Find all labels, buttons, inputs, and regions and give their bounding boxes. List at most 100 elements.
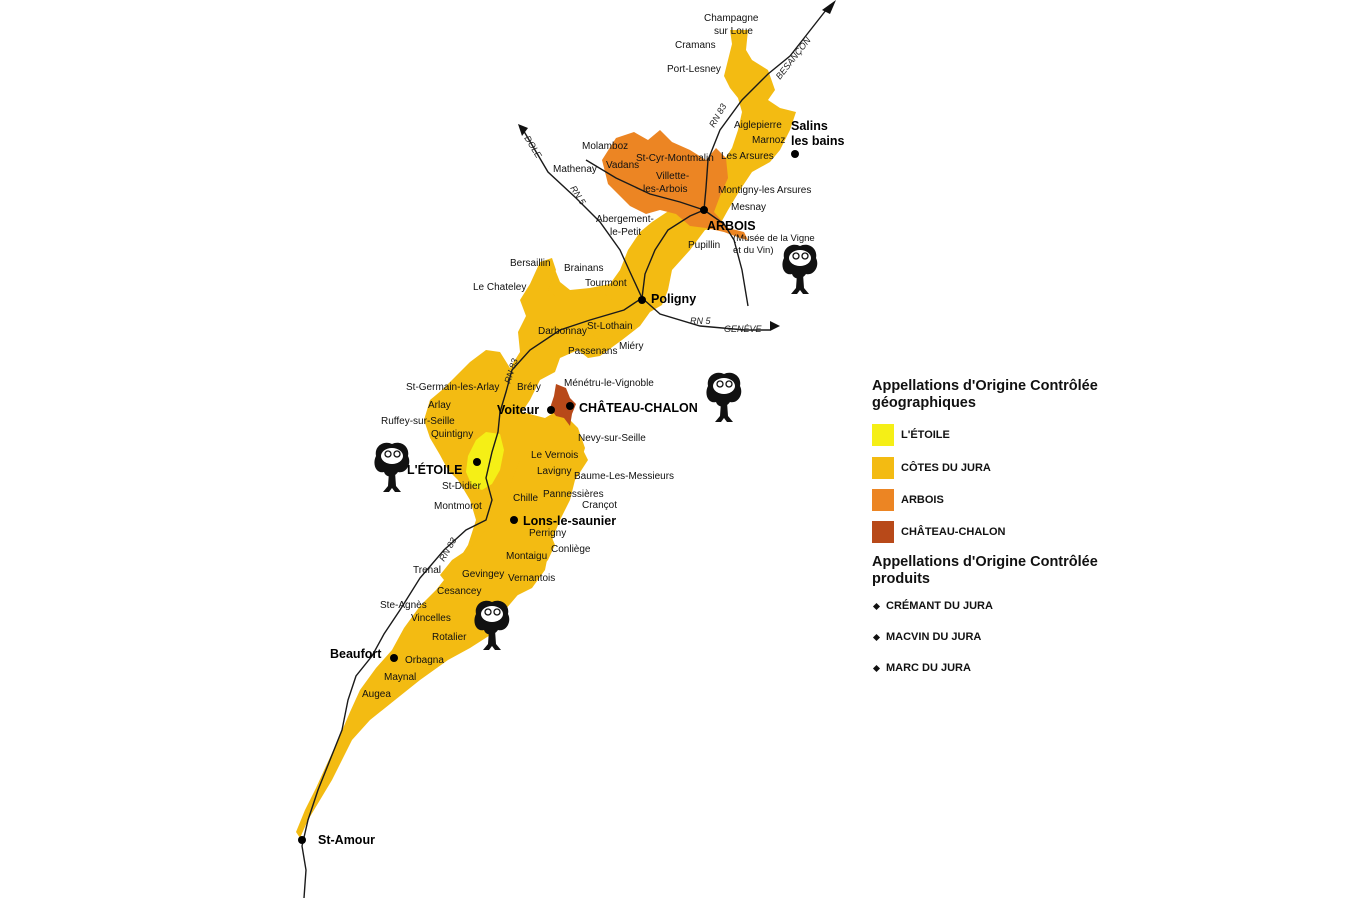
village-villette: Villette- — [656, 171, 689, 182]
village-passenans: Passenans — [568, 346, 617, 357]
village-maynal: Maynal — [384, 672, 416, 683]
village-cesancey: Cesancey — [437, 586, 481, 597]
dot-etoile — [473, 458, 481, 466]
legend-geo-title-line1: Appellations d'Origine Contrôlée — [872, 378, 1098, 394]
village-perrigny: Perrigny — [529, 528, 566, 539]
dot-st-amour — [298, 836, 306, 844]
legend-swatch-etoile — [872, 424, 894, 446]
diamond-bullet-icon — [872, 633, 881, 641]
legend-prod-title: Appellations d'Origine Contrôlée produit… — [872, 554, 1172, 588]
village-orbagna: Orbagna — [405, 655, 444, 666]
road-label-dole: DOLE — [522, 134, 544, 161]
region-chateau-chalon — [550, 384, 576, 426]
diamond-bullet-icon — [872, 602, 881, 610]
village-les-arsures: Les Arsures — [721, 151, 774, 162]
village-montmorot: Montmorot — [434, 501, 482, 512]
diamond-bullet-icon — [872, 664, 881, 672]
region-cotes-du-jura-lobe — [520, 258, 650, 340]
village-champagne-2: sur Loue — [714, 26, 753, 37]
village-pupillin: Pupillin — [688, 240, 720, 251]
village-musee-2: et du Vin) — [733, 245, 774, 256]
legend-prod-title-line1: Appellations d'Origine Contrôlée — [872, 554, 1098, 570]
road-rn5 — [521, 127, 770, 331]
dot-chateau-chalon — [566, 402, 574, 410]
village-ruffey: Ruffey-sur-Seille — [381, 416, 455, 427]
legend-label-cotes-du-jura: CÔTES DU JURA — [901, 462, 991, 474]
legend-product-label: CRÉMANT DU JURA — [886, 600, 993, 612]
town-poligny: Poligny — [651, 292, 696, 306]
dot-poligny — [638, 296, 646, 304]
road-label-geneve: GENÈVE — [724, 324, 763, 334]
village-bersaillin: Bersaillin — [510, 258, 551, 269]
arrow-dole — [518, 124, 528, 136]
village-mathenay: Mathenay — [553, 164, 597, 175]
town-salins-2: les bains — [791, 134, 845, 148]
road-rn83 — [301, 4, 831, 899]
town-lons: Lons-le-saunier — [523, 514, 616, 528]
region-arbois — [602, 130, 748, 240]
dot-lons — [510, 516, 518, 524]
legend-label-etoile: L'ÉTOILE — [901, 429, 950, 441]
village-vincelles: Vincelles — [411, 613, 451, 624]
village-aiglepierre: Aiglepierre — [734, 120, 782, 131]
aoc-wine-bottle-icon — [706, 372, 742, 422]
town-chateau-chalon: CHÂTEAU-CHALON — [579, 400, 698, 415]
legend-item-chateau-chalon: CHÂTEAU-CHALON — [872, 521, 1172, 543]
legend-item-arbois: ARBOIS — [872, 489, 1172, 511]
legend: Appellations d'Origine Contrôlée géograp… — [872, 378, 1172, 677]
village-baume: Baume-Les-Messieurs — [574, 471, 674, 482]
village-st-cyr: St-Cyr-Montmalin — [636, 153, 714, 164]
legend-product-label: MARC DU JURA — [886, 662, 971, 674]
village-abergement-2: le-Petit — [610, 227, 641, 238]
village-quintigny: Quintigny — [431, 429, 473, 440]
arrow-geneve — [770, 321, 780, 331]
village-st-didier: St-Didier — [442, 481, 482, 492]
village-darbonnay: Darbonnay — [538, 326, 587, 337]
village-augea: Augea — [362, 689, 391, 700]
road-label-rn5-east: RN 5 — [690, 316, 711, 326]
aoc-wine-bottle-icon — [474, 600, 510, 650]
road-arbois-west — [585, 159, 705, 211]
village-mesnay: Mesnay — [731, 202, 766, 213]
town-etoile: L'ÉTOILE — [407, 462, 463, 477]
dot-salins — [791, 150, 799, 158]
town-salins: Salins — [791, 119, 828, 133]
legend-label-chateau-chalon: CHÂTEAU-CHALON — [901, 526, 1006, 538]
legend-swatch-arbois — [872, 489, 894, 511]
village-brery: Bréry — [517, 382, 541, 393]
legend-swatch-cotes-du-jura — [872, 457, 894, 479]
region-cotes-du-jura-south-lobe — [440, 420, 588, 606]
legend-swatch-chateau-chalon — [872, 521, 894, 543]
village-le-vernois: Le Vernois — [531, 450, 578, 461]
town-voiteur: Voiteur — [497, 403, 539, 417]
village-lavigny: Lavigny — [537, 466, 571, 477]
village-conliege: Conliège — [551, 544, 591, 555]
village-vernantois: Vernantois — [508, 573, 555, 584]
legend-product-marc: MARC DU JURA — [872, 659, 1172, 677]
village-arlay: Arlay — [428, 400, 451, 411]
town-arbois: ARBOIS — [707, 219, 756, 233]
legend-product-cremant: CRÉMANT DU JURA — [872, 597, 1172, 615]
road-arbois-southeast — [703, 209, 749, 307]
village-brainans: Brainans — [564, 263, 603, 274]
legend-item-cotes-du-jura: CÔTES DU JURA — [872, 457, 1172, 479]
legend-product-macvin: MACVIN DU JURA — [872, 628, 1172, 646]
village-musee: (Musée de la Vigne — [733, 233, 815, 244]
village-vadans: Vadans — [606, 160, 639, 171]
road-label-besancon: BESANÇON — [774, 35, 813, 81]
village-montigny: Montigny-les Arsures — [718, 185, 811, 196]
town-st-amour: St-Amour — [318, 833, 375, 847]
legend-geo-title-line2: géographiques — [872, 395, 976, 411]
village-menetru: Ménétru-le-Vignoble — [564, 378, 654, 389]
region-etoile — [466, 432, 504, 490]
aoc-wine-bottle-icon — [782, 244, 818, 294]
legend-geo-title: Appellations d'Origine Contrôlée géograp… — [872, 378, 1172, 412]
village-rotalier: Rotalier — [432, 632, 467, 643]
village-champagne: Champagne — [704, 13, 759, 24]
village-montaigu: Montaigu — [506, 551, 547, 562]
village-cramans: Cramans — [675, 40, 716, 51]
village-chille: Chille — [513, 493, 538, 504]
aoc-wine-bottle-icon — [374, 442, 410, 492]
village-miery: Miéry — [619, 341, 643, 352]
